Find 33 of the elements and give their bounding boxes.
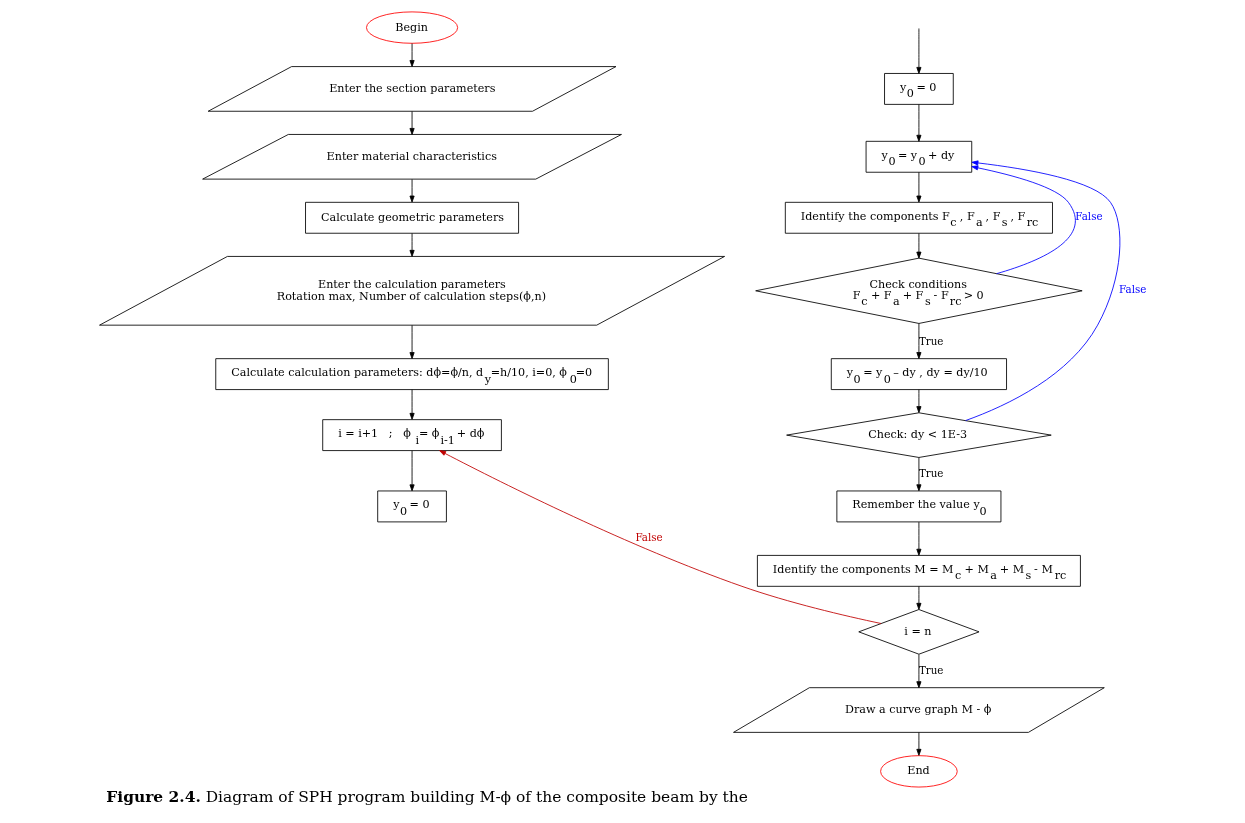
arrow (915, 171, 921, 203)
arrow (409, 111, 415, 135)
arrow (915, 732, 921, 756)
arrow (409, 233, 415, 257)
arrow (964, 160, 1120, 421)
arrow (915, 389, 921, 414)
arrow (915, 233, 921, 259)
arrow (409, 450, 415, 492)
arrow (915, 585, 921, 610)
caption: Figure 2.4. Diagram of SPH program building M-ϕ of the composite beam by the (105, 787, 748, 807)
arrow (438, 450, 881, 624)
arrow (915, 28, 921, 74)
arrow (409, 324, 415, 359)
edge-label: True (918, 663, 943, 676)
edge-label: True (918, 466, 943, 479)
arrow (915, 104, 921, 142)
node-diamond: i = n (857, 609, 979, 655)
node-diamond: Check: dy < 1E-3 (785, 412, 1052, 458)
arrow (915, 521, 921, 556)
edge-label: False (1118, 283, 1146, 296)
arrow (915, 323, 921, 359)
arrow (915, 457, 921, 492)
node-ellipse: Begin (365, 11, 458, 44)
node-ellipse: End (879, 755, 958, 788)
arrow (970, 165, 1076, 275)
edge-label: False (634, 531, 663, 544)
arrow (915, 654, 921, 689)
arrow (409, 178, 415, 203)
node-box: Calculate geometric parameters (304, 201, 519, 234)
arrow (409, 43, 415, 67)
arrow (409, 389, 415, 420)
edge-label: True (918, 334, 943, 347)
edge-label: False (1074, 210, 1103, 223)
